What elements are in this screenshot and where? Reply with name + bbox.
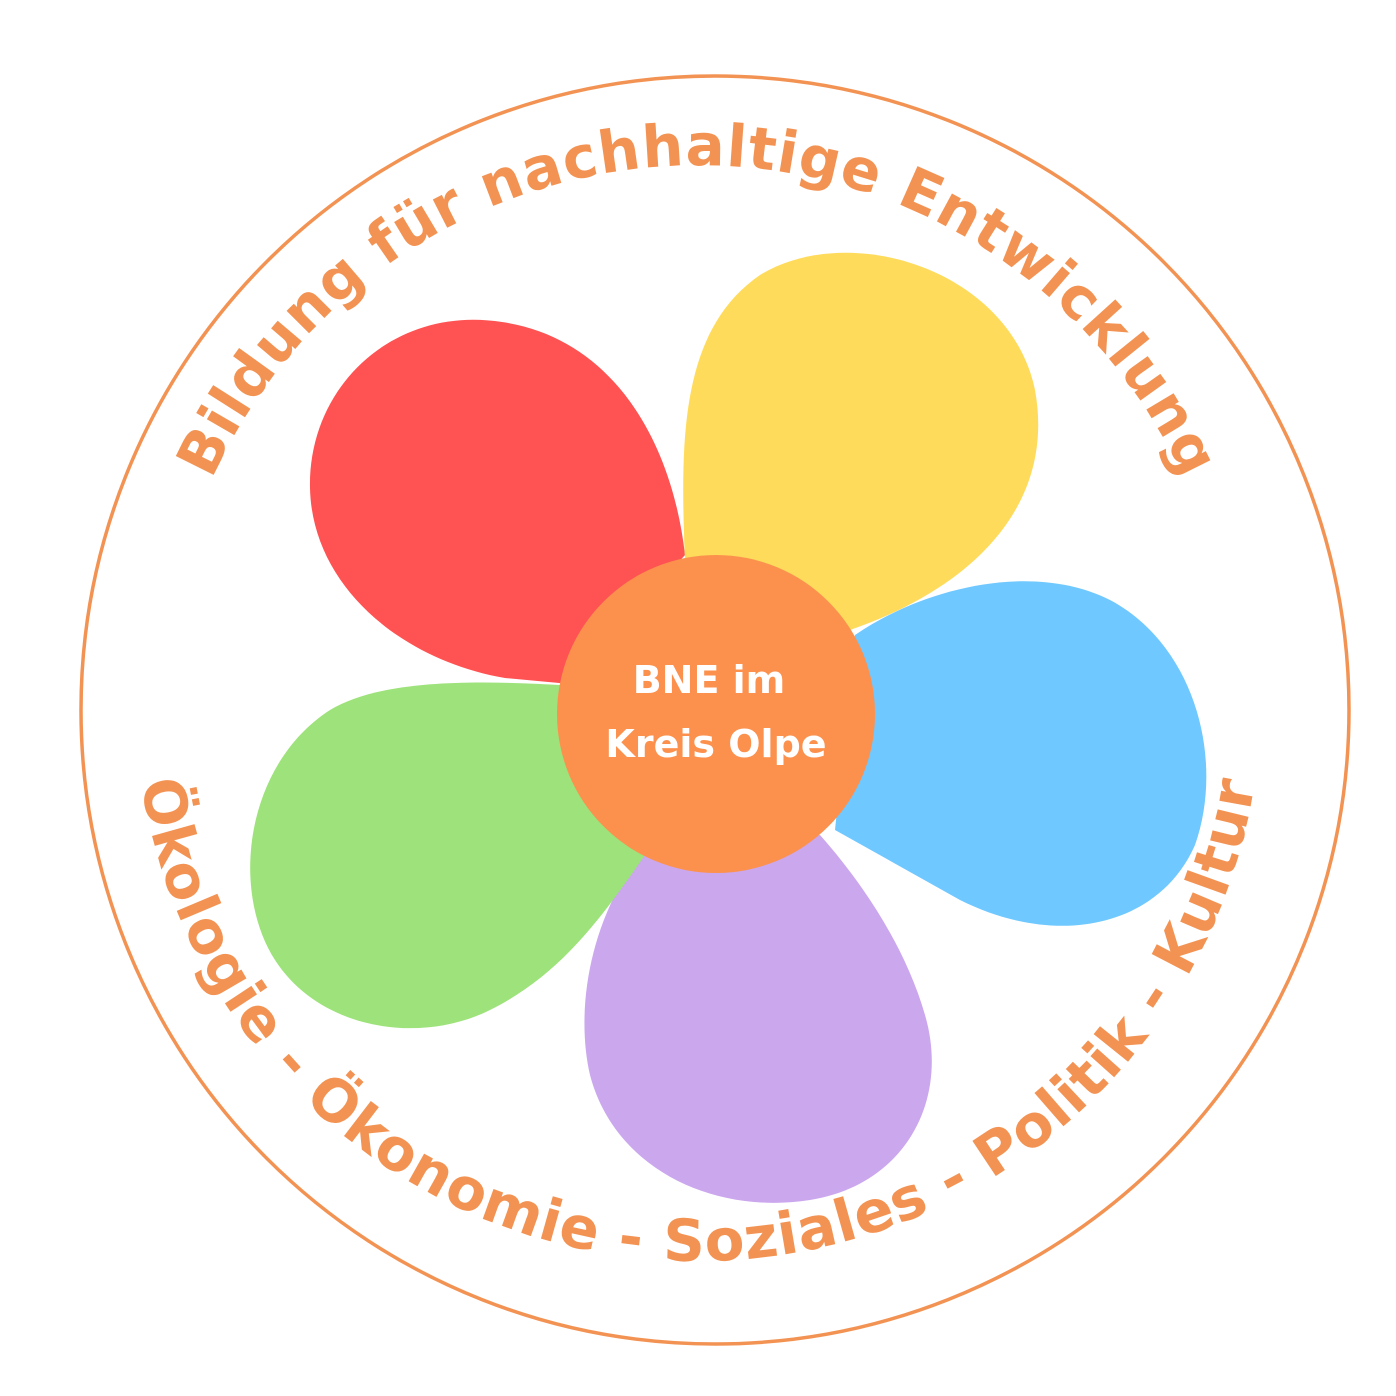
petal-red bbox=[309, 319, 685, 684]
center-title-line1: BNE im bbox=[633, 658, 786, 702]
petal-green bbox=[250, 682, 645, 1029]
outer-ring bbox=[79, 74, 1351, 1346]
center-title-line2: Kreis Olpe bbox=[605, 722, 826, 766]
flower bbox=[250, 252, 1207, 1203]
center-circle bbox=[557, 555, 875, 873]
petal-blue bbox=[835, 581, 1207, 926]
petal-purple bbox=[584, 835, 932, 1203]
petal-yellow bbox=[683, 252, 1039, 630]
